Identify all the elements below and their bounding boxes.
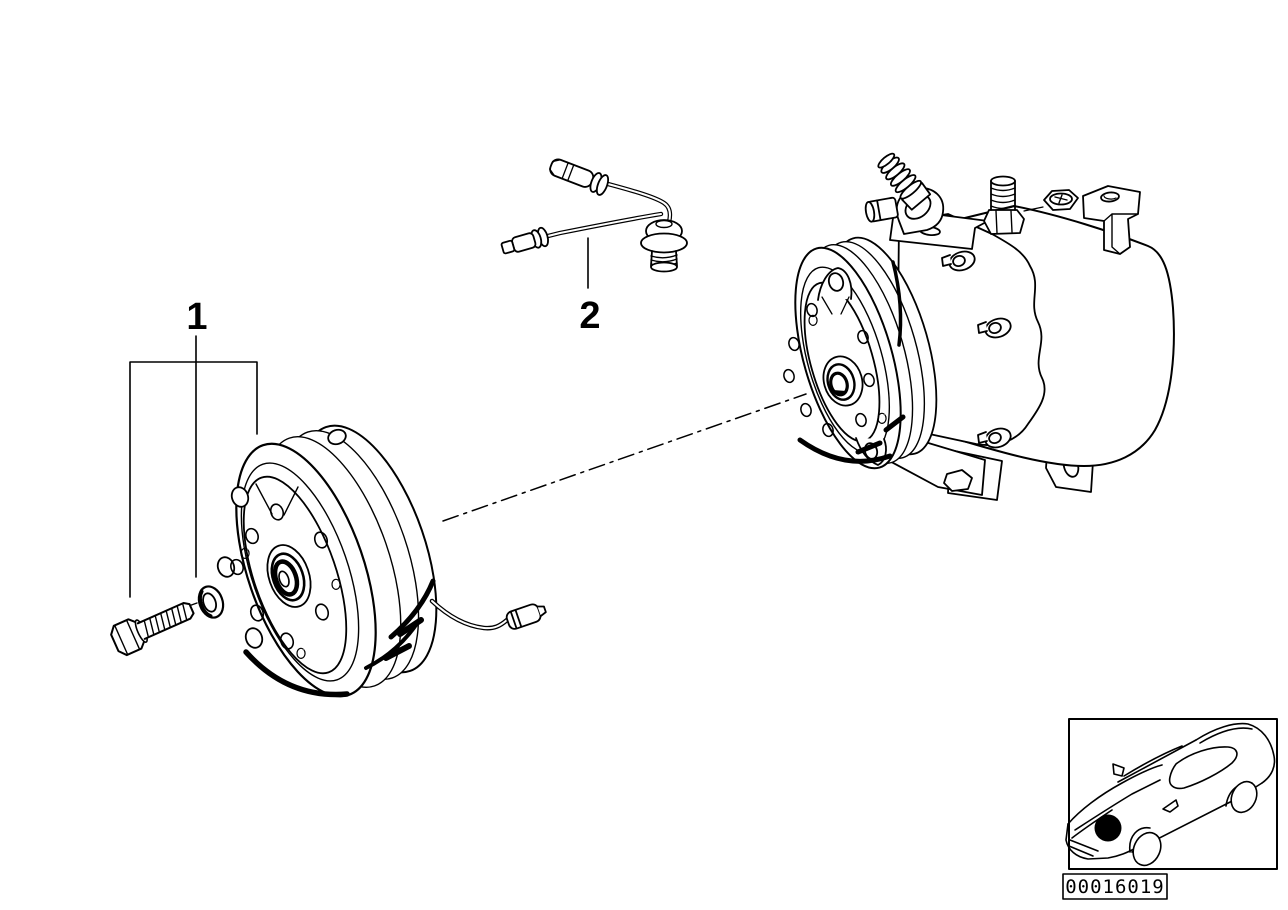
wire-connector xyxy=(505,603,547,630)
car-front-three-quarter-icon xyxy=(1065,722,1276,867)
callout-2: 2 xyxy=(579,237,601,337)
sensor-body xyxy=(640,219,688,273)
sensor-connector-lower xyxy=(500,226,549,255)
threaded-fitting xyxy=(983,175,1025,235)
bracket-block xyxy=(1082,185,1141,255)
temperature-switch-drawing xyxy=(500,158,688,273)
port-stub xyxy=(864,196,899,223)
sensor-connector-upper xyxy=(549,158,610,196)
compressor-pulley-drum xyxy=(783,236,938,470)
axis-centerline xyxy=(442,393,807,522)
bolt-drawing xyxy=(110,601,195,657)
callout-1-label[interactable]: 1 xyxy=(186,296,207,338)
image-code-text: 00016019 xyxy=(1065,876,1165,898)
washer-drawing xyxy=(197,585,225,619)
callout-2-label[interactable]: 2 xyxy=(579,295,600,337)
clutch-face-holes xyxy=(230,503,341,659)
image-code-box: 00016019 xyxy=(1062,873,1168,900)
callout-1: 1 xyxy=(129,296,258,598)
magnetic-clutch-drawing xyxy=(216,424,547,698)
housing-bolt xyxy=(941,250,1012,449)
car-location-inset xyxy=(1065,718,1278,870)
hex-nut xyxy=(1043,189,1079,211)
pulley-face-holes xyxy=(783,302,887,438)
clutch-coil-wire xyxy=(429,598,547,631)
compressor-drawing xyxy=(783,152,1175,501)
suction-hose-elbow xyxy=(877,152,945,235)
location-dot-icon xyxy=(1094,814,1122,842)
